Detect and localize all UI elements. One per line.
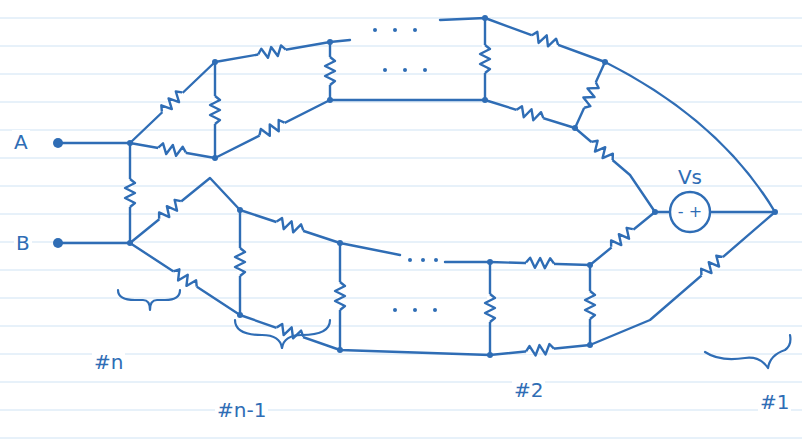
wires (58, 18, 775, 355)
terminal-label: B (14, 231, 32, 255)
dot (421, 258, 425, 262)
wire (440, 18, 605, 62)
dot (433, 308, 437, 312)
junction (652, 209, 658, 215)
junction (237, 312, 243, 318)
terminal-dot (53, 238, 63, 248)
wire (710, 211, 775, 213)
wire (445, 212, 655, 265)
dot (393, 28, 397, 32)
resistor-symbol (530, 30, 560, 49)
resistor-symbol (235, 248, 245, 276)
terminal-label: A (12, 130, 30, 154)
dot (423, 68, 427, 72)
resistor-symbol (257, 118, 287, 140)
paper-lines (0, 18, 802, 438)
junction (212, 155, 218, 161)
polarity-marks: - + (666, 203, 714, 221)
resistor-symbol (275, 217, 305, 235)
continuation-dots (373, 28, 438, 312)
resistor-symbol (335, 282, 345, 310)
source-name: Vs (666, 166, 714, 188)
resistor-symbol (585, 291, 595, 319)
junction (327, 39, 333, 45)
wire (58, 242, 130, 244)
resistor-symbol (210, 96, 220, 124)
dot (413, 28, 417, 32)
resistor-symbol (125, 179, 135, 207)
junction (337, 240, 343, 246)
junction (572, 125, 578, 131)
wire (605, 62, 775, 212)
resistor-symbol (608, 225, 636, 250)
resistor-symbol (698, 253, 726, 279)
junction (602, 59, 608, 65)
junction (337, 347, 343, 353)
resistor-symbol (257, 45, 286, 60)
junction (237, 207, 243, 213)
dot (413, 308, 417, 312)
junction (487, 259, 493, 265)
junction (487, 352, 493, 358)
dot (393, 308, 397, 312)
wire (58, 142, 130, 144)
section-label: #n-1 (215, 398, 268, 422)
dot (383, 68, 387, 72)
wire (130, 178, 400, 255)
junction (482, 15, 488, 21)
resistor-symbol (325, 57, 335, 85)
resistor-symbols (125, 30, 726, 356)
resistor-symbol (588, 138, 616, 164)
dot (434, 258, 438, 262)
resistor-symbol (171, 267, 200, 291)
junction (327, 97, 333, 103)
junction (587, 342, 593, 348)
resistor-symbol (480, 45, 490, 73)
junction (127, 240, 133, 246)
bracket (118, 290, 180, 310)
voltage-source: Vs - + (666, 166, 714, 236)
resistor-symbol (275, 323, 305, 342)
resistor-symbol (158, 89, 185, 116)
junction (212, 59, 218, 65)
section-label: #n (92, 350, 125, 374)
bracket (705, 335, 790, 368)
junction (127, 140, 133, 146)
section-label: #1 (758, 390, 791, 414)
resistor-symbol (515, 105, 545, 123)
wire (575, 62, 605, 128)
terminal-dot (53, 138, 63, 148)
section-label: #2 (512, 378, 545, 402)
junction-dots (53, 15, 778, 358)
dot (373, 28, 377, 32)
bracket (235, 320, 330, 348)
dot (408, 258, 412, 262)
wire (130, 212, 775, 355)
resistor-symbol (580, 80, 601, 110)
junction (772, 209, 778, 215)
brackets (118, 290, 790, 368)
resistor-symbol (526, 258, 554, 269)
resistor-symbol (485, 294, 495, 322)
resistor-symbol (526, 344, 555, 357)
wire (130, 40, 350, 143)
junction (587, 262, 593, 268)
resistor-symbol (156, 197, 184, 222)
resistor-symbol (157, 143, 186, 158)
dot (403, 68, 407, 72)
junction (482, 97, 488, 103)
